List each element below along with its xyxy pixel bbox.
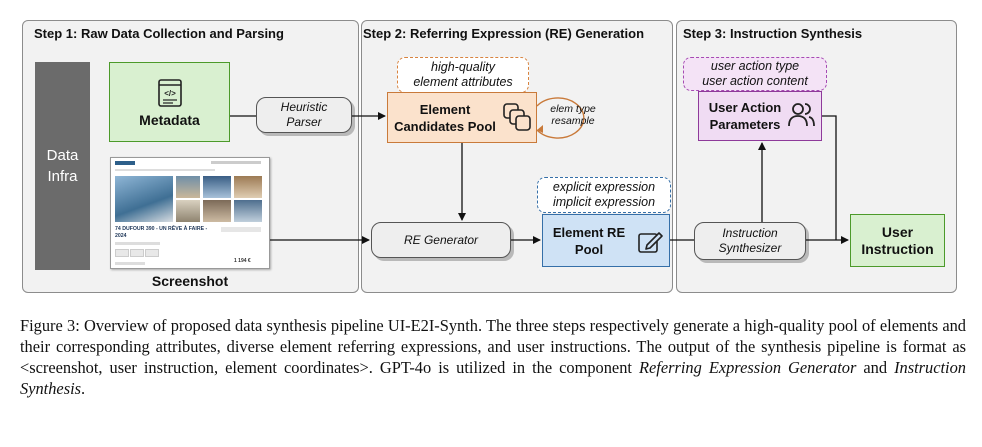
step2-title: Step 2: Referring Expression (RE) Genera… (363, 26, 645, 41)
svg-text:</>: </> (164, 89, 176, 98)
figure-caption: Figure 3: Overview of proposed data synt… (20, 315, 966, 399)
user-instruction-label: User Instruction (861, 223, 934, 257)
user-action-parameters-text: User Action Parameters (708, 100, 782, 132)
expressions-line-2: implicit expression (552, 195, 656, 209)
caption-italic-2: Instruction Synthesis (20, 358, 966, 398)
actions-note: user action type user action content (683, 57, 827, 91)
arrow-params-instruction (822, 115, 837, 240)
resample-note: elem type resample (543, 103, 603, 127)
circular-arrow-icon (536, 97, 585, 139)
step1-title: Step 1: Raw Data Collection and Parsing (34, 26, 284, 41)
code-document-icon: </> (157, 78, 182, 107)
caption-italic-1: Referring Expression Generator (638, 358, 857, 377)
instruction-synthesizer-label: Instruction Synthesizer (718, 226, 782, 255)
screenshot-thumbnail: 74 DUFOUR 390 - UN RÊVE À FAIRE - 2024 1… (110, 157, 270, 269)
heuristic-parser-node: Heuristic Parser (256, 97, 352, 133)
data-infra-block: Data Infra (35, 62, 90, 270)
user-action-parameters-label: User Action Parameters (702, 99, 788, 133)
user-instruction-node: User Instruction (850, 214, 945, 267)
attributes-line-2: element attributes (413, 75, 513, 89)
caption-part-1: Figure 3: Overview of proposed data synt… (20, 316, 966, 377)
caption-part-2: and (856, 358, 895, 377)
re-generator-node: RE Generator (371, 222, 511, 258)
flow-arrows (230, 112, 849, 244)
caption-part-3: . (81, 379, 86, 398)
element-re-pool-node: Element RE Pool (542, 214, 670, 267)
metadata-node: </> Metadata (109, 62, 230, 142)
attributes-note: high-quality element attributes (397, 57, 529, 93)
actions-line-1: user action type (710, 59, 800, 73)
element-candidates-pool-text: Element Candidates Pool (394, 102, 496, 134)
users-icon (788, 103, 815, 127)
element-candidates-pool-label: Element Candidates Pool (392, 101, 498, 135)
metadata-label: Metadata (139, 111, 200, 128)
data-infra-label: Data Infra (46, 147, 79, 185)
element-candidates-pool-node: Element Candidates Pool (387, 92, 537, 143)
instruction-synthesizer-node: Instruction Synthesizer (694, 222, 806, 260)
resample-line-1: elem type (550, 103, 596, 115)
expressions-line-1: explicit expression (552, 180, 656, 194)
expressions-note: explicit expression implicit expression (537, 177, 671, 213)
attributes-line-1: high-quality (431, 60, 495, 74)
actions-line-2: user action content (702, 74, 808, 88)
step3-title: Step 3: Instruction Synthesis (683, 26, 863, 41)
resample-line-2: resample (551, 115, 595, 127)
re-generator-label: RE Generator (403, 232, 479, 247)
edit-pencil-icon (638, 232, 663, 253)
screenshot-label: Screenshot (151, 273, 229, 289)
element-re-pool-label: Element RE Pool (547, 224, 631, 258)
element-re-pool-text: Element RE Pool (552, 225, 626, 257)
thumb-headline: 74 DUFOUR 390 - UN RÊVE À FAIRE - 2024 (115, 226, 208, 239)
user-action-parameters-node: User Action Parameters (698, 91, 822, 141)
thumb-price: 1 194 € (234, 258, 251, 264)
heuristic-parser-label: Heuristic Parser (280, 100, 328, 129)
copy-stack-icon (503, 103, 531, 131)
